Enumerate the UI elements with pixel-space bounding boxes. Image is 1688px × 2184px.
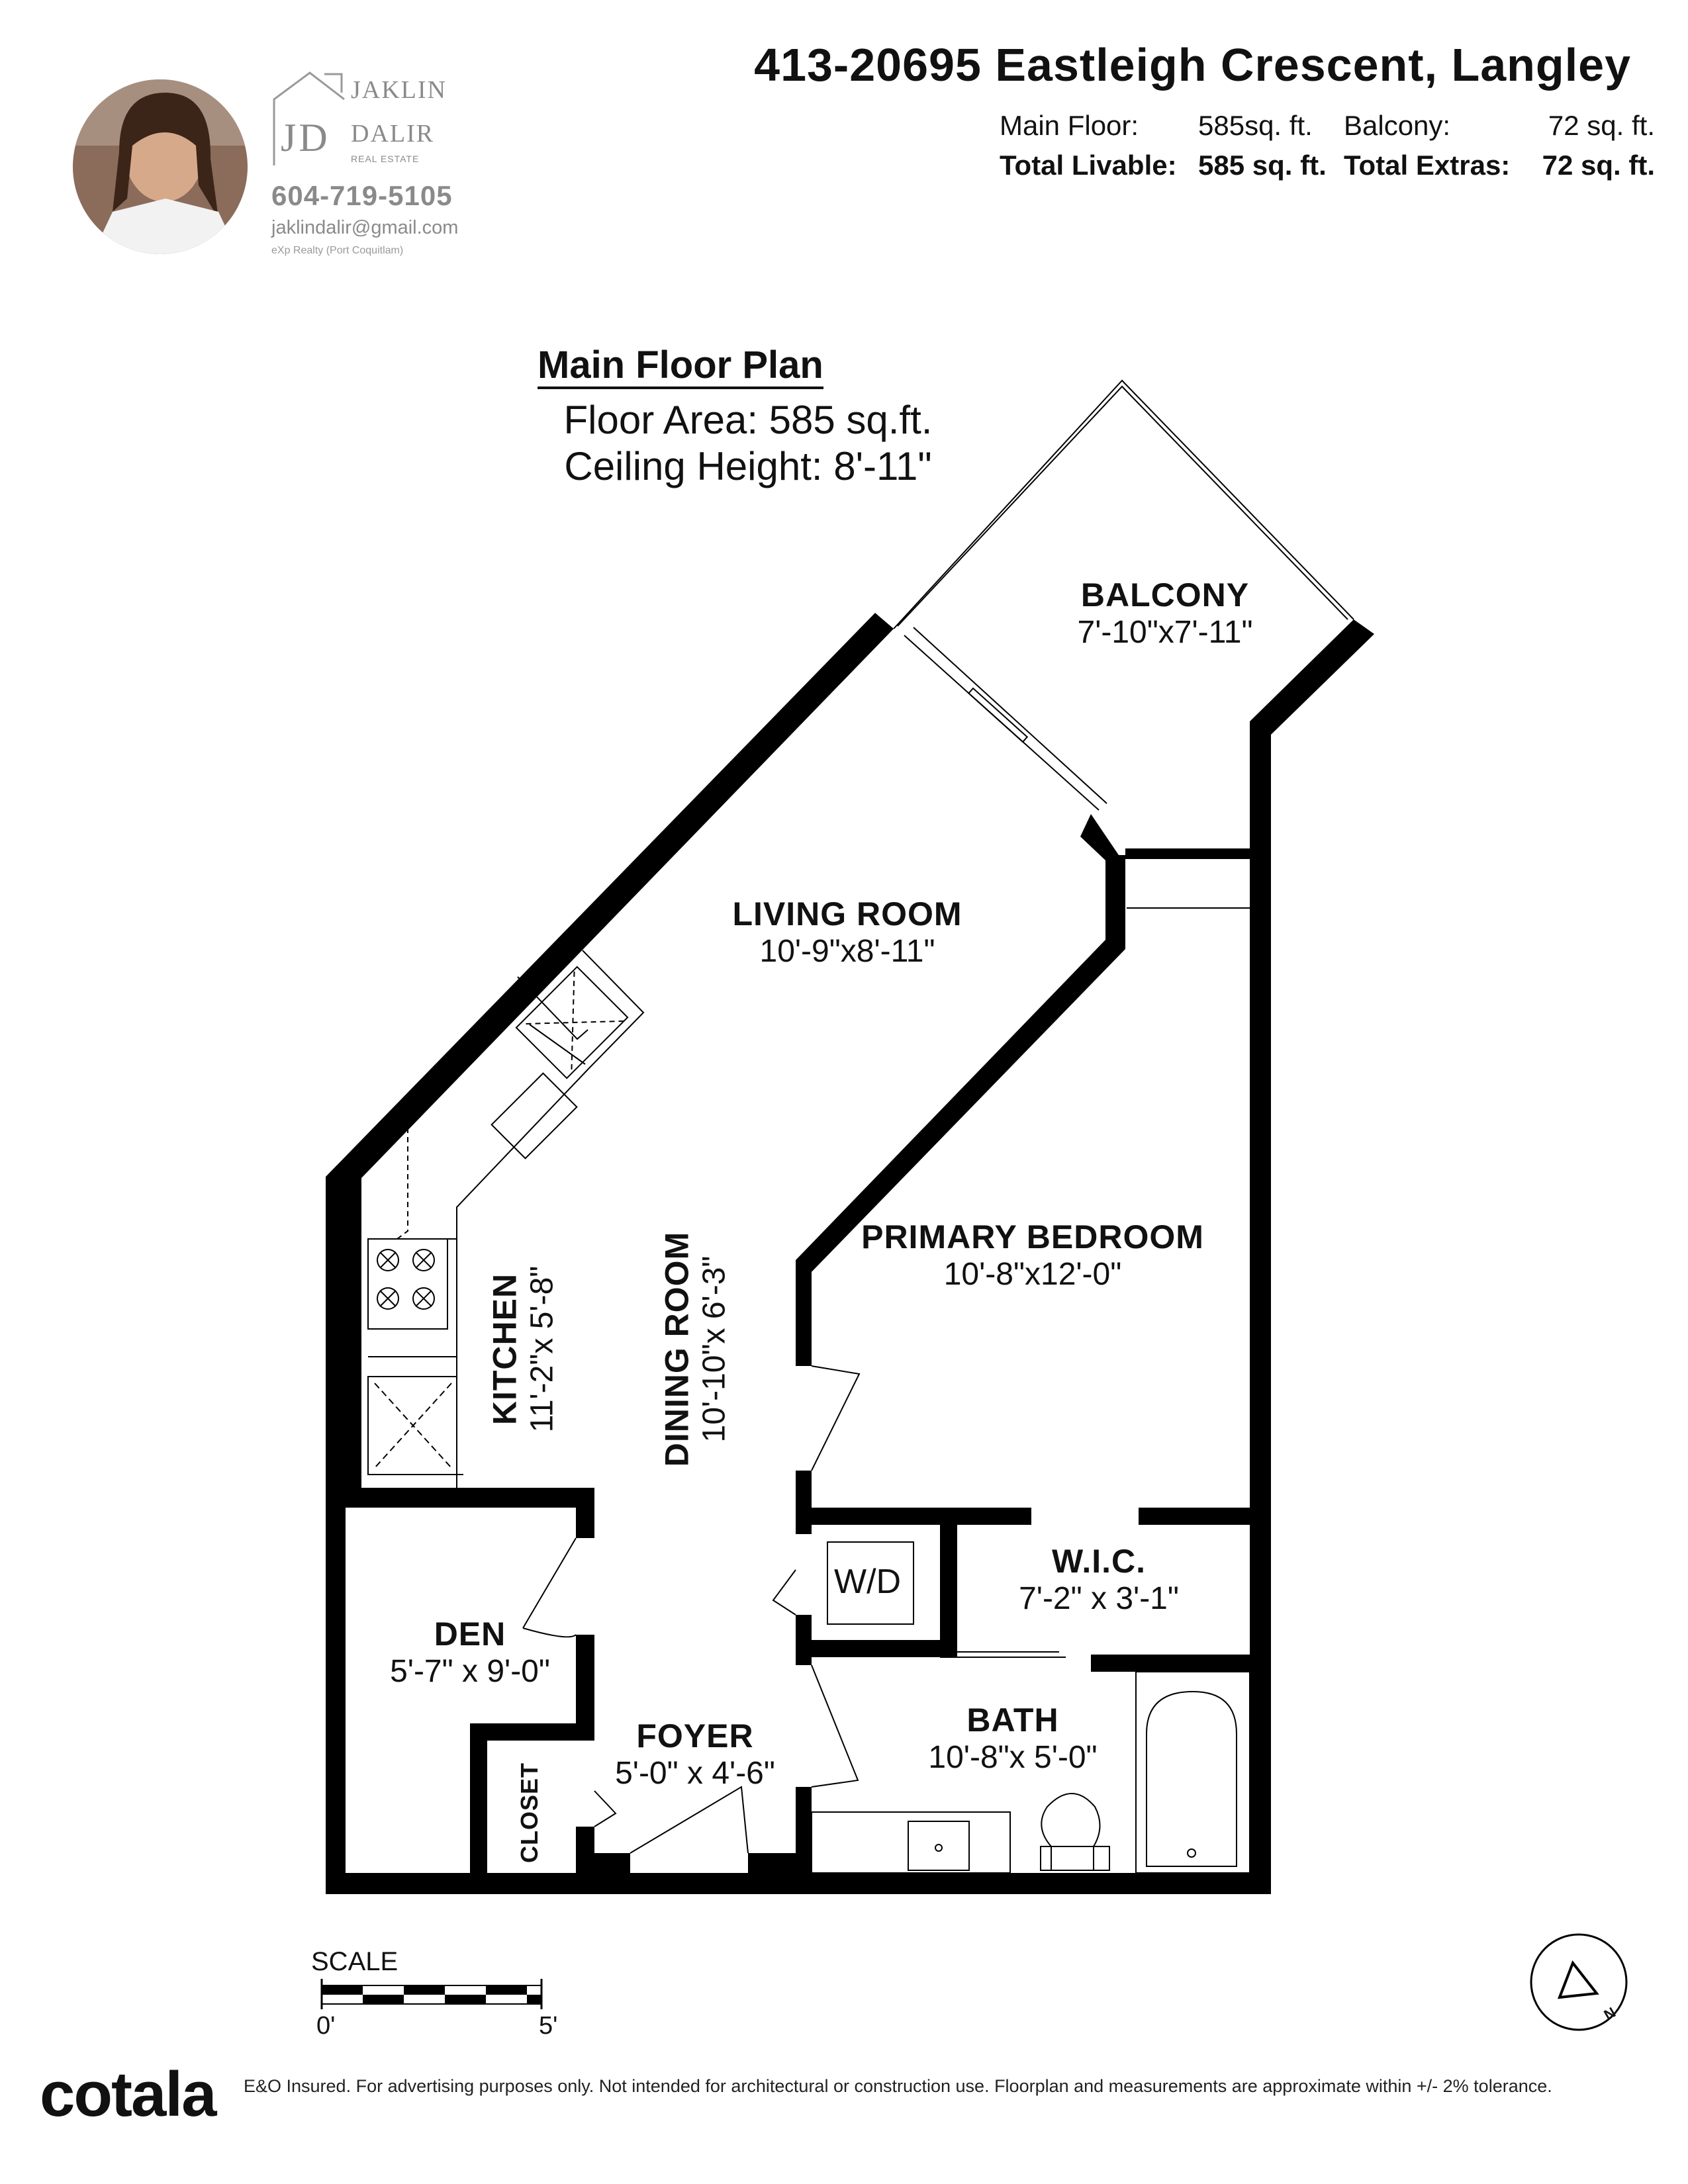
room-den: DEN 5'-7" x 9'-0" <box>357 1615 583 1690</box>
wall-den-right-upper <box>576 1488 594 1538</box>
kitchen-sink <box>491 1072 578 1160</box>
room-name: LIVING ROOM <box>732 895 962 933</box>
brand-name-last: DALIR <box>351 120 435 148</box>
scale-min: 0' <box>316 2012 336 2040</box>
wall-closet-right <box>576 1827 594 1893</box>
room-dims: 7'-10"x7'-11" <box>1077 615 1253 650</box>
washer-dryer-label: W/D <box>834 1563 902 1601</box>
room-dims: 5'-7" x 9'-0" <box>390 1654 550 1689</box>
balcony-outline <box>893 379 1354 629</box>
room-dims: 11'-2"x 5'-8" <box>524 1265 560 1433</box>
washer-dryer <box>827 1541 914 1625</box>
area-value: 585 sq. ft. <box>1198 150 1327 181</box>
agent-photo <box>73 79 248 254</box>
wall-northeast-diagonal <box>1250 619 1374 1894</box>
room-name: CLOSET <box>516 1762 543 1864</box>
agent-email: jaklindalir@gmail.com <box>271 217 459 238</box>
room-closet: CLOSET <box>516 1760 543 1866</box>
vanity <box>811 1811 1011 1874</box>
room-dims: 10'-8"x12'-0" <box>943 1257 1122 1292</box>
dishwasher <box>367 1376 457 1475</box>
bathtub <box>1135 1671 1250 1874</box>
kitchen-counter <box>456 950 645 1488</box>
room-name: BATH <box>966 1702 1059 1739</box>
area-value-2: 72 sq. ft. <box>1548 110 1655 141</box>
area-value: 585sq. ft. <box>1198 110 1313 141</box>
room-living: LIVING ROOM 10'-9"x8'-11" <box>682 895 1013 970</box>
area-label-2: Balcony: <box>1344 110 1451 141</box>
brand-subtitle: REAL ESTATE <box>351 154 420 164</box>
property-address: 413-20695 Eastleigh Crescent, Langley <box>754 39 1631 91</box>
room-foyer: FOYER 5'-0" x 4'-6" <box>596 1717 794 1792</box>
area-value-2: 72 sq. ft. <box>1542 150 1655 181</box>
area-row: Main Floor: 585sq. ft. Balcony: 72 sq. f… <box>1000 106 1655 146</box>
brand-logo-icon <box>273 71 345 165</box>
room-dining: DINING ROOM 10'-10"x 6'-3" <box>658 1191 733 1508</box>
room-balcony: BALCONY 7'-10"x7'-11" <box>1033 576 1297 651</box>
brand-initials: JD <box>281 116 330 159</box>
room-name: FOYER <box>636 1717 754 1754</box>
brand-name-first: JAKLIN <box>351 76 447 104</box>
floor-plan-title: Main Floor Plan <box>538 344 823 389</box>
fridge <box>515 966 629 1079</box>
wall-den-top <box>346 1488 588 1508</box>
wall-bedroom-south-a <box>796 1508 1031 1525</box>
wall-wic-left <box>940 1508 957 1657</box>
toilet <box>1041 1793 1101 1871</box>
room-wic: W.I.C. 7'-2" x 3'-1" <box>980 1542 1218 1617</box>
room-bath: BATH 10'-8"x 5'-0" <box>880 1701 1145 1776</box>
room-name: BALCONY <box>1080 576 1250 614</box>
wall-closet-top <box>470 1723 594 1741</box>
den-door <box>522 1537 577 1638</box>
sliding-door <box>904 627 1107 811</box>
wall-bedroom-diagonal <box>796 814 1125 1275</box>
agent-brokerage: eXp Realty (Port Coquitlam) <box>271 245 404 256</box>
agent-phone: 604-719-5105 <box>271 180 453 211</box>
floor-area: Floor Area: 585 sq.ft. <box>563 398 933 442</box>
area-summary-table: Main Floor: 585sq. ft. Balcony: 72 sq. f… <box>1000 106 1655 185</box>
bedroom-door <box>811 1365 861 1471</box>
room-dims: 10'-10"x 6'-3" <box>696 1255 732 1443</box>
compass-icon <box>1530 1933 1628 2031</box>
area-label-2: Total Extras: <box>1344 150 1511 181</box>
scale-max: 5' <box>539 2012 558 2040</box>
scale-bar <box>320 1979 543 2009</box>
ceiling-height: Ceiling Height: 8'-11" <box>564 444 932 488</box>
area-row: Total Livable: 585 sq. ft. Total Extras:… <box>1000 146 1655 185</box>
stove <box>367 1238 448 1330</box>
wall-closet-left <box>470 1723 487 1894</box>
entry-door <box>630 1786 749 1854</box>
room-name: DINING ROOM <box>658 1231 696 1467</box>
wall-west-lower <box>326 1497 346 1894</box>
wall-entry-right <box>748 1853 812 1894</box>
disclaimer: E&O Insured. For advertising purposes on… <box>244 2076 1552 2096</box>
room-name: PRIMARY BEDROOM <box>861 1218 1204 1255</box>
room-kitchen: KITCHEN 11'-2"x 5'-8" <box>486 1217 561 1482</box>
wall-entry-left <box>594 1853 630 1894</box>
wall-window-lintel <box>1125 848 1271 859</box>
wall-bath-top-b <box>1091 1655 1271 1672</box>
room-dims: 10'-9"x8'-11" <box>759 934 935 969</box>
room-name: KITCHEN <box>486 1273 524 1426</box>
room-dims: 10'-8"x 5'-0" <box>928 1740 1098 1775</box>
area-label: Main Floor: <box>1000 110 1139 141</box>
room-dims: 7'-2" x 3'-1" <box>1019 1581 1179 1616</box>
wall-bedroom-west-upper <box>796 1260 812 1366</box>
room-dims: 5'-0" x 4'-6" <box>615 1756 775 1791</box>
floor-plan-subtitle: Floor Area: 585 sq.ft. Ceiling Height: 8… <box>530 397 966 490</box>
scale-label: SCALE <box>311 1947 399 1976</box>
area-label: Total Livable: <box>1000 150 1177 181</box>
wall-bedroom-south-b <box>1139 1508 1271 1525</box>
room-primary-bedroom: PRIMARY BEDROOM 10'-8"x12'-0" <box>847 1218 1218 1293</box>
wall-den-right-lower <box>576 1635 594 1729</box>
room-name: DEN <box>434 1615 506 1653</box>
wall-bath-top-a <box>796 1640 940 1657</box>
bath-door <box>811 1664 859 1788</box>
room-name: W.I.C. <box>1051 1543 1147 1580</box>
cotala-logo: cotala <box>40 2059 216 2130</box>
wall-bath-west-a <box>796 1615 812 1665</box>
